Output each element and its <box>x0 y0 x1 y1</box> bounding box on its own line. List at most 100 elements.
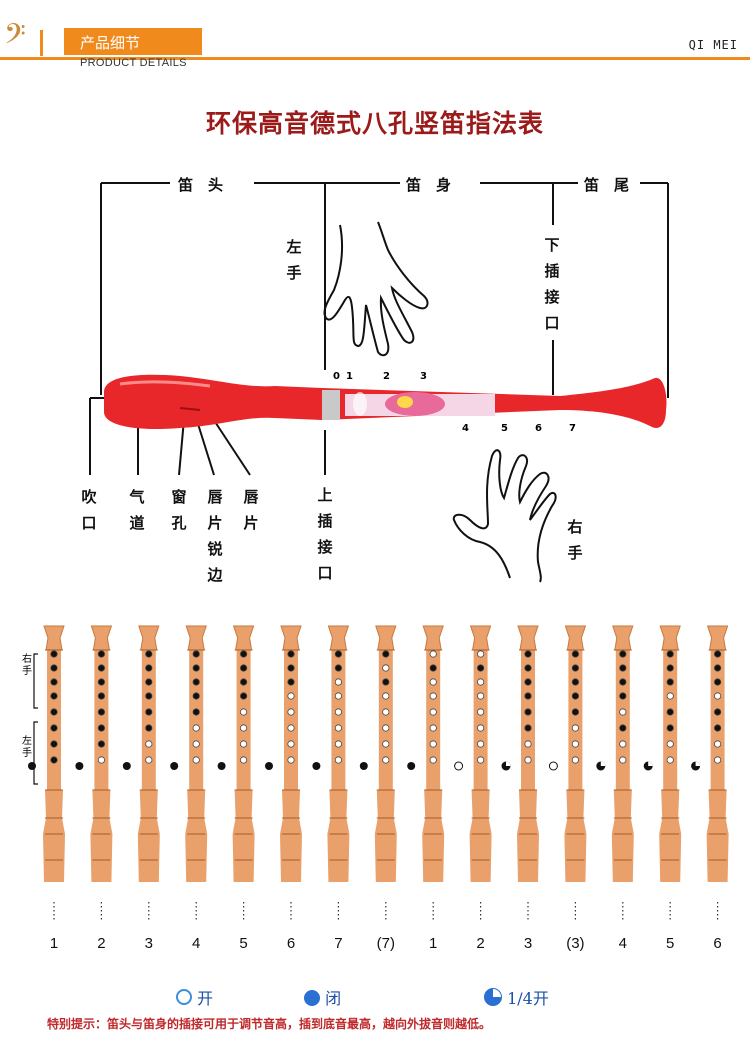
thumb-hole-closed <box>312 762 321 770</box>
finger-hole <box>287 678 295 686</box>
right-hand-side-label: 右手 <box>22 654 32 677</box>
legend-quarter: 1/4开 <box>484 985 549 1009</box>
recorder-fingering-4 <box>217 625 255 920</box>
finger-hole <box>476 692 485 700</box>
legend-closed: 闭 <box>304 985 341 1009</box>
note-label: 1 <box>49 935 59 952</box>
section-tail-label: 笛 尾 <box>584 176 630 194</box>
finger-hole <box>571 692 580 700</box>
finger-hole <box>240 708 248 716</box>
thumb-hole-closed <box>265 762 273 770</box>
finger-hole <box>287 664 295 672</box>
finger-hole <box>192 692 200 700</box>
recorder-fingering-5 <box>265 625 302 920</box>
recorder-fingering-10 <box>501 625 539 920</box>
finger-hole <box>619 692 627 700</box>
thumb-hole-closed <box>122 762 131 770</box>
finger-hole <box>287 740 295 748</box>
finger-hole <box>97 756 106 764</box>
finger-hole <box>287 756 295 764</box>
finger-hole <box>192 650 200 658</box>
note-label: 6 <box>286 935 296 952</box>
recorder-fingering-12 <box>596 625 634 920</box>
part-label-window: 窗 孔 <box>171 488 187 532</box>
finger-hole <box>287 650 295 658</box>
recorder-image <box>104 374 667 430</box>
finger-hole <box>713 692 722 700</box>
finger-hole <box>524 724 532 732</box>
finger-hole <box>50 650 58 658</box>
finger-hole <box>619 756 627 764</box>
finger-hole <box>666 692 674 700</box>
thumb-hole-closed <box>217 762 226 770</box>
finger-hole <box>524 740 532 748</box>
finger-hole <box>666 740 674 748</box>
hole-number-2: 2 <box>383 371 390 382</box>
note-label: 1 <box>429 935 438 952</box>
filled-circle-icon <box>304 990 320 1006</box>
finger-hole <box>334 650 342 658</box>
finger-hole <box>97 650 106 658</box>
part-label-windway: 气 道 <box>129 488 145 532</box>
thumb-hole-closed <box>75 762 84 770</box>
finger-hole <box>240 678 248 686</box>
finger-hole <box>524 756 532 764</box>
finger-hole <box>192 678 200 686</box>
finger-hole <box>429 708 437 716</box>
section-tab: 产品细节 <box>64 28 202 55</box>
finger-hole <box>287 692 295 700</box>
hole-number-0: 0 <box>333 371 340 382</box>
finger-hole <box>476 678 485 686</box>
note-label: 7 <box>334 935 343 952</box>
section-tab-label: 产品细节 <box>80 34 141 52</box>
finger-hole <box>334 740 342 748</box>
finger-hole <box>97 708 106 716</box>
thumb-hole-closed <box>407 762 416 770</box>
finger-hole <box>524 678 532 686</box>
finger-hole <box>97 678 106 686</box>
lower-joint-label: 下 插 接 口 <box>544 236 560 332</box>
logo-divider <box>40 30 43 56</box>
section-subtitle: PRODUCT DETAILS <box>80 57 187 69</box>
fingering-chart <box>28 625 729 920</box>
finger-hole <box>334 756 342 764</box>
finger-hole <box>713 756 722 764</box>
finger-hole <box>145 664 153 672</box>
finger-hole <box>97 724 106 732</box>
finger-hole <box>476 708 485 716</box>
thumb-hole-closed <box>359 762 368 770</box>
finger-hole <box>382 756 390 764</box>
brand-name: QI MEI <box>688 38 738 52</box>
finger-hole <box>666 664 674 672</box>
finger-hole <box>50 692 58 700</box>
recorder-fingering-14 <box>691 625 729 920</box>
finger-hole <box>240 650 248 658</box>
finger-hole <box>240 724 248 732</box>
finger-hole <box>334 664 342 672</box>
bass-clef-icon: 𝄢 <box>4 18 26 58</box>
finger-hole <box>287 724 295 732</box>
finger-hole <box>97 692 106 700</box>
finger-hole <box>240 692 248 700</box>
finger-hole <box>619 740 627 748</box>
finger-hole <box>713 664 722 672</box>
recorder-fingering-11 <box>548 625 587 920</box>
finger-hole <box>382 692 390 700</box>
left-hand-label: 左 手 <box>286 238 302 282</box>
finger-hole <box>145 740 153 748</box>
note-label: 6 <box>713 935 722 952</box>
hole-number-4: 4 <box>462 423 469 434</box>
finger-hole <box>666 708 674 716</box>
recorder-fingering-9 <box>454 625 492 920</box>
note-label: (3) <box>566 935 585 952</box>
finger-hole <box>713 740 722 748</box>
finger-hole <box>192 708 200 716</box>
recorder-fingering-2 <box>122 625 160 920</box>
finger-hole <box>145 692 153 700</box>
finger-hole <box>50 724 58 732</box>
note-label: 2 <box>97 935 106 952</box>
recorder-fingering-0 <box>28 625 65 920</box>
finger-hole <box>429 740 437 748</box>
recorder-fingering-8 <box>407 625 445 920</box>
recorder-fingering-7 <box>359 625 397 920</box>
